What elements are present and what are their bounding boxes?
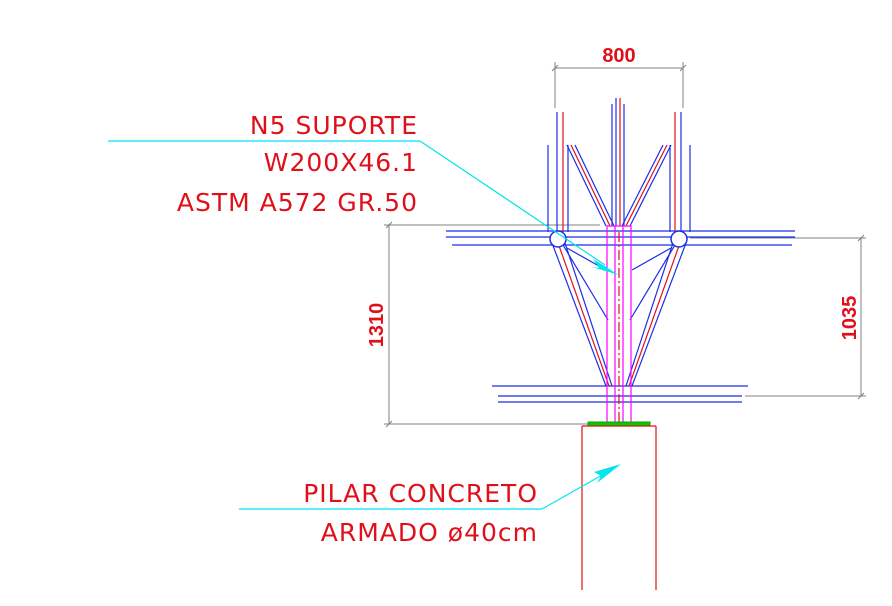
dimension-left-height-text: 1310 xyxy=(366,303,388,348)
leader-support xyxy=(108,140,606,266)
concrete-pillar xyxy=(581,425,657,590)
support-label-line2: W200X46.1 xyxy=(264,148,418,177)
upper-braces xyxy=(566,144,672,227)
dimension-top-width xyxy=(551,62,687,108)
lower-braces xyxy=(551,242,687,387)
upper-posts xyxy=(547,112,691,232)
support-label-line1: N5 SUPORTE xyxy=(250,111,418,140)
dimension-right-height-text: 1035 xyxy=(839,296,861,341)
bottom-beams xyxy=(492,385,748,403)
steel-column xyxy=(606,225,632,425)
pillar-label-line1: PILAR CONCRETO xyxy=(303,479,538,508)
center-mast xyxy=(611,98,625,226)
leader-support-arrowhead xyxy=(592,259,619,275)
leader-pillar-arrowhead xyxy=(594,464,621,483)
top-beams xyxy=(446,230,795,246)
dimension-left-height xyxy=(384,221,600,428)
pipe-joints xyxy=(549,230,688,248)
support-label-line3: ASTM A572 GR.50 xyxy=(177,188,418,217)
dimension-top-width-text: 800 xyxy=(602,45,635,67)
pillar-label-line2: ARMADO ø40cm xyxy=(321,518,538,547)
dimension-right-height xyxy=(690,234,866,400)
leader-pillar xyxy=(239,473,605,510)
